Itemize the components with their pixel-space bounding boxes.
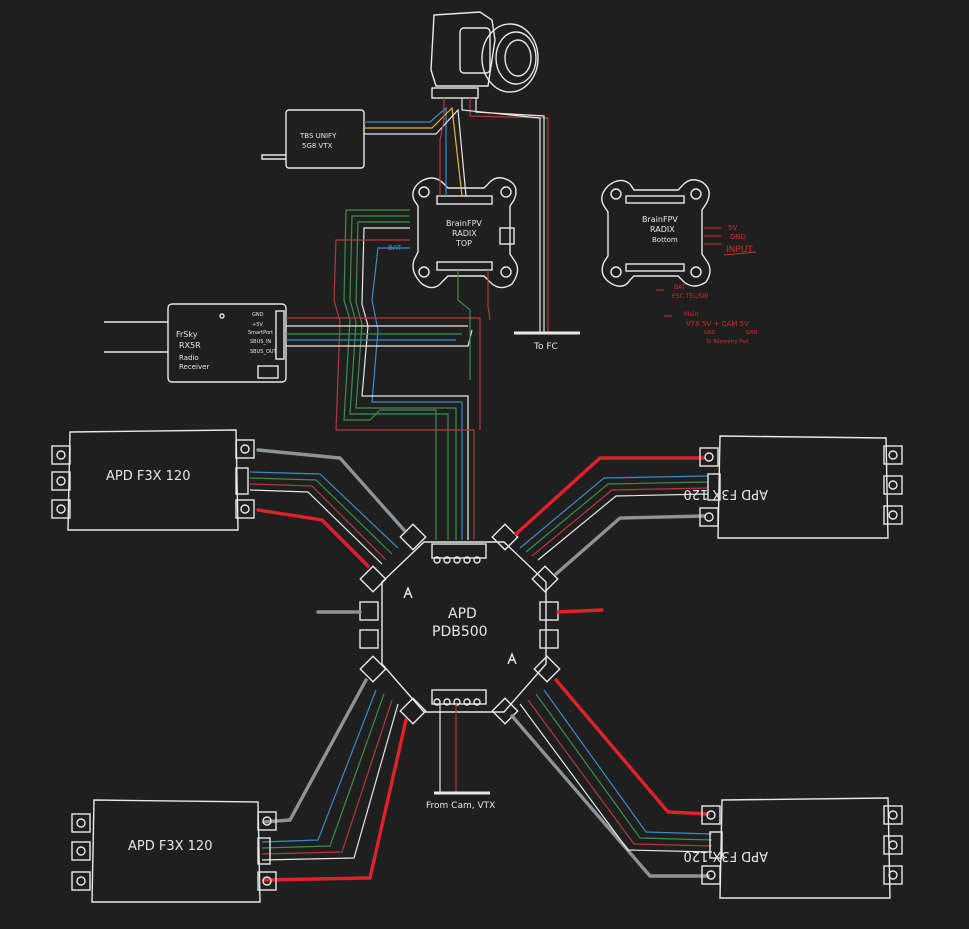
receiver-label-line4: Receiver bbox=[179, 363, 209, 371]
fc-bottom-label-line1: BrainFPV bbox=[642, 215, 678, 224]
vtx-label-line2: 5G8 VTX bbox=[302, 142, 333, 150]
receiver-pin-1: GND bbox=[252, 312, 264, 318]
fc-top-label-line3: TOP bbox=[455, 239, 472, 248]
receiver-pin-4: SBUS_IN bbox=[250, 339, 271, 345]
esc-top-right-label: APD F3X 120 bbox=[684, 486, 768, 501]
pdb-label-line1: APD bbox=[448, 606, 477, 622]
receiver-label-line3: Radio bbox=[179, 354, 199, 362]
fc-bottom-label-line2: RADIX bbox=[650, 225, 675, 234]
receiver-label-line2: RX5R bbox=[179, 341, 201, 350]
note-gnd-2: GND bbox=[704, 330, 716, 336]
note-power: VTX 5V + CAM 5V bbox=[686, 320, 749, 328]
esc-wires bbox=[249, 448, 713, 882]
esc-bottom-left-label: APD F3X 120 bbox=[128, 839, 212, 854]
esc-bottom-left: APD F3X 120 bbox=[71, 799, 277, 903]
note-input: INPUT bbox=[726, 245, 753, 255]
receiver-pin-5: SBUS_OUT bbox=[250, 349, 278, 355]
note-gnd-3: GND bbox=[746, 330, 758, 336]
note-main: Main bbox=[684, 311, 699, 318]
to-fc-connector: To FC bbox=[514, 331, 580, 352]
radio-receiver: FrSky RX5R Radio Receiver GND +5V SmartP… bbox=[104, 303, 287, 383]
fc-top-label-line1: BrainFPV bbox=[446, 219, 482, 228]
vtx-label-line1: TBS UNIFY bbox=[299, 132, 337, 140]
video-transmitter: TBS UNIFY 5G8 VTX bbox=[261, 109, 365, 169]
esc-top-left: APD F3X 120 bbox=[51, 429, 255, 531]
note-gnd: GND bbox=[730, 233, 746, 241]
esc-top-right: APD F3X 120 bbox=[684, 435, 903, 539]
note-telemetry: To Telemetry Pad bbox=[705, 339, 748, 345]
note-5v: 5V bbox=[728, 224, 737, 232]
pdb-bottom-wires: From Cam, VTX bbox=[426, 704, 495, 811]
receiver-label-line1: FrSky bbox=[176, 330, 198, 339]
pdb-bottom-label: From Cam, VTX bbox=[426, 801, 495, 811]
esc-bottom-right-label: APD F3X 120 bbox=[684, 848, 768, 863]
flight-controller-top: BrainFPV RADIX TOP bbox=[412, 177, 519, 289]
esc-top-left-label: APD F3X 120 bbox=[106, 469, 190, 484]
fc-top-label-line2: RADIX bbox=[452, 229, 477, 238]
note-bat: BAT bbox=[674, 284, 686, 291]
fpv-camera bbox=[430, 11, 539, 99]
pdb-label-line2: PDB500 bbox=[432, 624, 488, 640]
esc-bottom-right: APD F3X 120 bbox=[684, 797, 903, 899]
receiver-pin-3: SmartPort bbox=[248, 330, 273, 336]
to-fc-label: To FC bbox=[533, 342, 558, 352]
receiver-pin-2: +5V bbox=[252, 322, 263, 328]
fc-bottom-annotations: 5V GND INPUT BAT ESC TEL/SW Main VTX 5V … bbox=[656, 224, 758, 345]
flight-controller-bottom: BrainFPV RADIX Bottom 5V GND INPUT BAT E… bbox=[601, 179, 758, 345]
fc-top-bat-label: BAT bbox=[388, 244, 402, 252]
fc-bottom-label-line3: Bottom bbox=[652, 236, 678, 244]
pdb-side-stubs bbox=[316, 608, 604, 614]
note-esc: ESC TEL/SW bbox=[672, 293, 708, 300]
power-distribution-board: APD PDB500 bbox=[359, 523, 561, 725]
signal-wires-top: BAT bbox=[286, 98, 549, 540]
